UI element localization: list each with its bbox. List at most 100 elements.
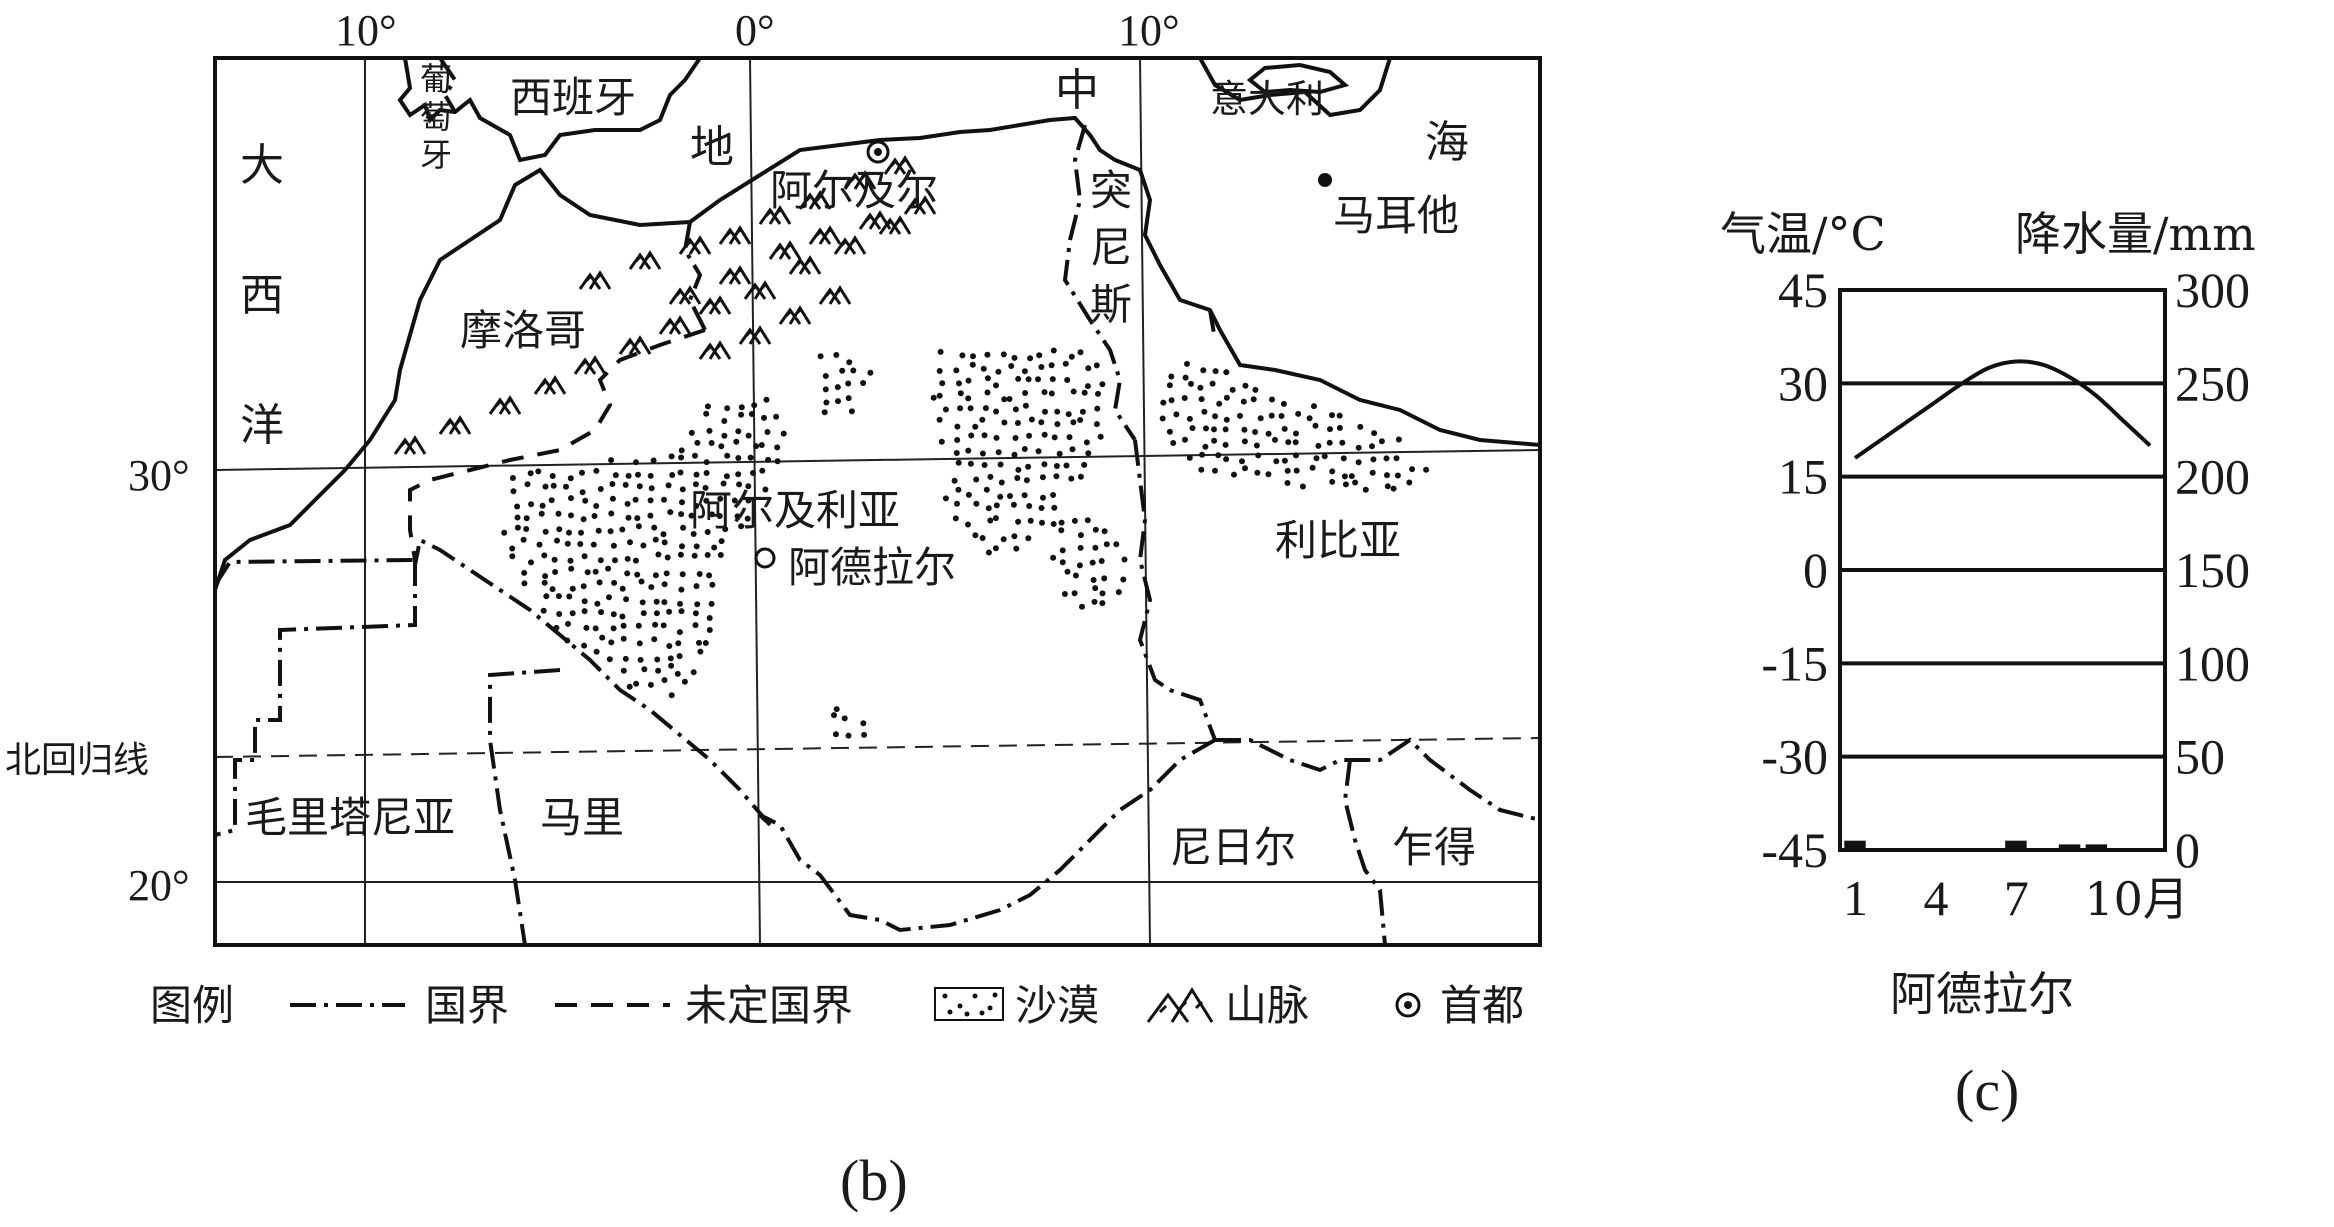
desert-dot: [1315, 442, 1322, 449]
desert-dot: [1182, 436, 1188, 443]
desert-dot: [1015, 518, 1022, 525]
desert-dot: [738, 411, 745, 418]
right-tick-label: 150: [2175, 542, 2250, 598]
label-atlantic-2: 西: [240, 270, 284, 321]
desert-dot: [677, 551, 684, 558]
desert-dot: [668, 662, 675, 669]
x-tick-label: 10月: [2084, 872, 2189, 926]
left-tick-label: 45: [1778, 262, 1828, 318]
desert-dot: [692, 610, 699, 617]
desert-dot: [973, 476, 980, 483]
desert-dot: [1101, 575, 1108, 582]
desert-dot: [965, 521, 971, 528]
desert-dot: [1065, 411, 1072, 418]
map-frame: [213, 56, 1542, 947]
desert-dot: [1253, 442, 1260, 449]
desert-dot: [638, 578, 645, 585]
mountain-mark: [393, 435, 427, 455]
label-spain: 西班牙: [510, 73, 636, 122]
desert-dot: [984, 375, 991, 382]
desert-dot: [556, 611, 563, 617]
desert-dot: [1042, 408, 1048, 415]
desert-dot: [549, 473, 556, 479]
left-tick-label: 15: [1778, 449, 1828, 505]
mountain-mark: [533, 375, 567, 395]
desert-dot: [606, 656, 613, 663]
desert-dot: [1011, 354, 1018, 361]
desert-dot: [1209, 380, 1216, 387]
desert-dot: [536, 541, 543, 548]
desert-dot: [548, 497, 555, 504]
desert-dot: [1182, 374, 1189, 381]
label-atlantic-1: 大: [240, 140, 284, 191]
desert-dot: [692, 481, 699, 488]
desert-dot: [1306, 415, 1313, 422]
desert-dot: [1222, 441, 1229, 448]
desert-dot: [1198, 466, 1205, 473]
desert-dot: [761, 414, 767, 421]
desert-dot: [833, 352, 840, 358]
desert-dot: [834, 384, 841, 391]
desert-dot: [955, 486, 962, 493]
desert-dot: [565, 620, 571, 627]
undefined-border-libya: [1208, 309, 1217, 341]
desert-dot: [647, 497, 654, 504]
desert-dot: [691, 552, 698, 559]
desert-dot: [668, 692, 675, 699]
desert-dot: [1092, 585, 1099, 592]
meridian-0: [749, 58, 761, 945]
desert-dot: [510, 488, 517, 495]
desert-dot: [939, 380, 946, 387]
desert-dot: [703, 410, 710, 417]
label-malta: 马耳他: [1333, 191, 1459, 240]
desert-dot: [509, 475, 516, 481]
label-adrar: 阿德拉尔: [788, 543, 956, 592]
chart-right-axis-title: 降水量/mm: [2015, 207, 2256, 261]
desert-dot: [1056, 450, 1063, 457]
mountain-range-atlas: [393, 155, 937, 455]
desert-dot: [1092, 544, 1099, 551]
chart-station-label: 阿德拉尔: [1890, 967, 2074, 1021]
desert-dot: [1028, 416, 1035, 423]
mountain-mark: [618, 335, 652, 355]
map-panel: 10° 0° 10° 30° 20° 北回归线 大 西 洋 地 中 海 葡 萄 …: [5, 6, 1542, 1213]
chart-gridlines: [1840, 381, 2165, 759]
desert-dot: [952, 515, 959, 522]
desert-dot: [979, 535, 986, 541]
desert-dot: [678, 511, 685, 518]
desert-dot: [549, 586, 556, 593]
desert-dot: [667, 509, 674, 516]
desert-dot: [745, 432, 752, 439]
x-tick-label: 7: [2004, 870, 2029, 926]
desert-dot: [981, 462, 988, 468]
desert-dot: [1326, 439, 1333, 446]
desert-dot: [1393, 455, 1400, 462]
desert-dot: [970, 353, 976, 360]
desert-dot: [846, 359, 853, 366]
desert-dot: [1050, 521, 1057, 527]
desert-dot: [622, 481, 629, 488]
label-atlantic-3: 洋: [240, 400, 284, 451]
desert-dot: [528, 501, 535, 508]
desert-dot: [697, 648, 704, 655]
capital-legend-icon: [1395, 992, 1421, 1018]
border-mali-mauritania: [488, 668, 561, 945]
label-lon-10e: 10°: [1118, 6, 1180, 55]
desert-dot: [1284, 480, 1291, 486]
desert-dot: [668, 453, 675, 460]
desert-dot: [703, 459, 710, 466]
desert-dot: [1188, 380, 1194, 387]
desert-dot: [1053, 473, 1060, 480]
desert-dot: [676, 629, 683, 636]
desert-dot: [567, 557, 574, 564]
desert-dot: [568, 565, 575, 572]
desert-dot: [661, 539, 668, 546]
desert-dot: [633, 680, 640, 687]
desert-dot: [1348, 473, 1355, 480]
desert-dot: [1093, 421, 1100, 428]
desert-dot: [524, 481, 531, 488]
desert-dot: [1203, 425, 1209, 432]
desert-dot: [724, 405, 731, 412]
